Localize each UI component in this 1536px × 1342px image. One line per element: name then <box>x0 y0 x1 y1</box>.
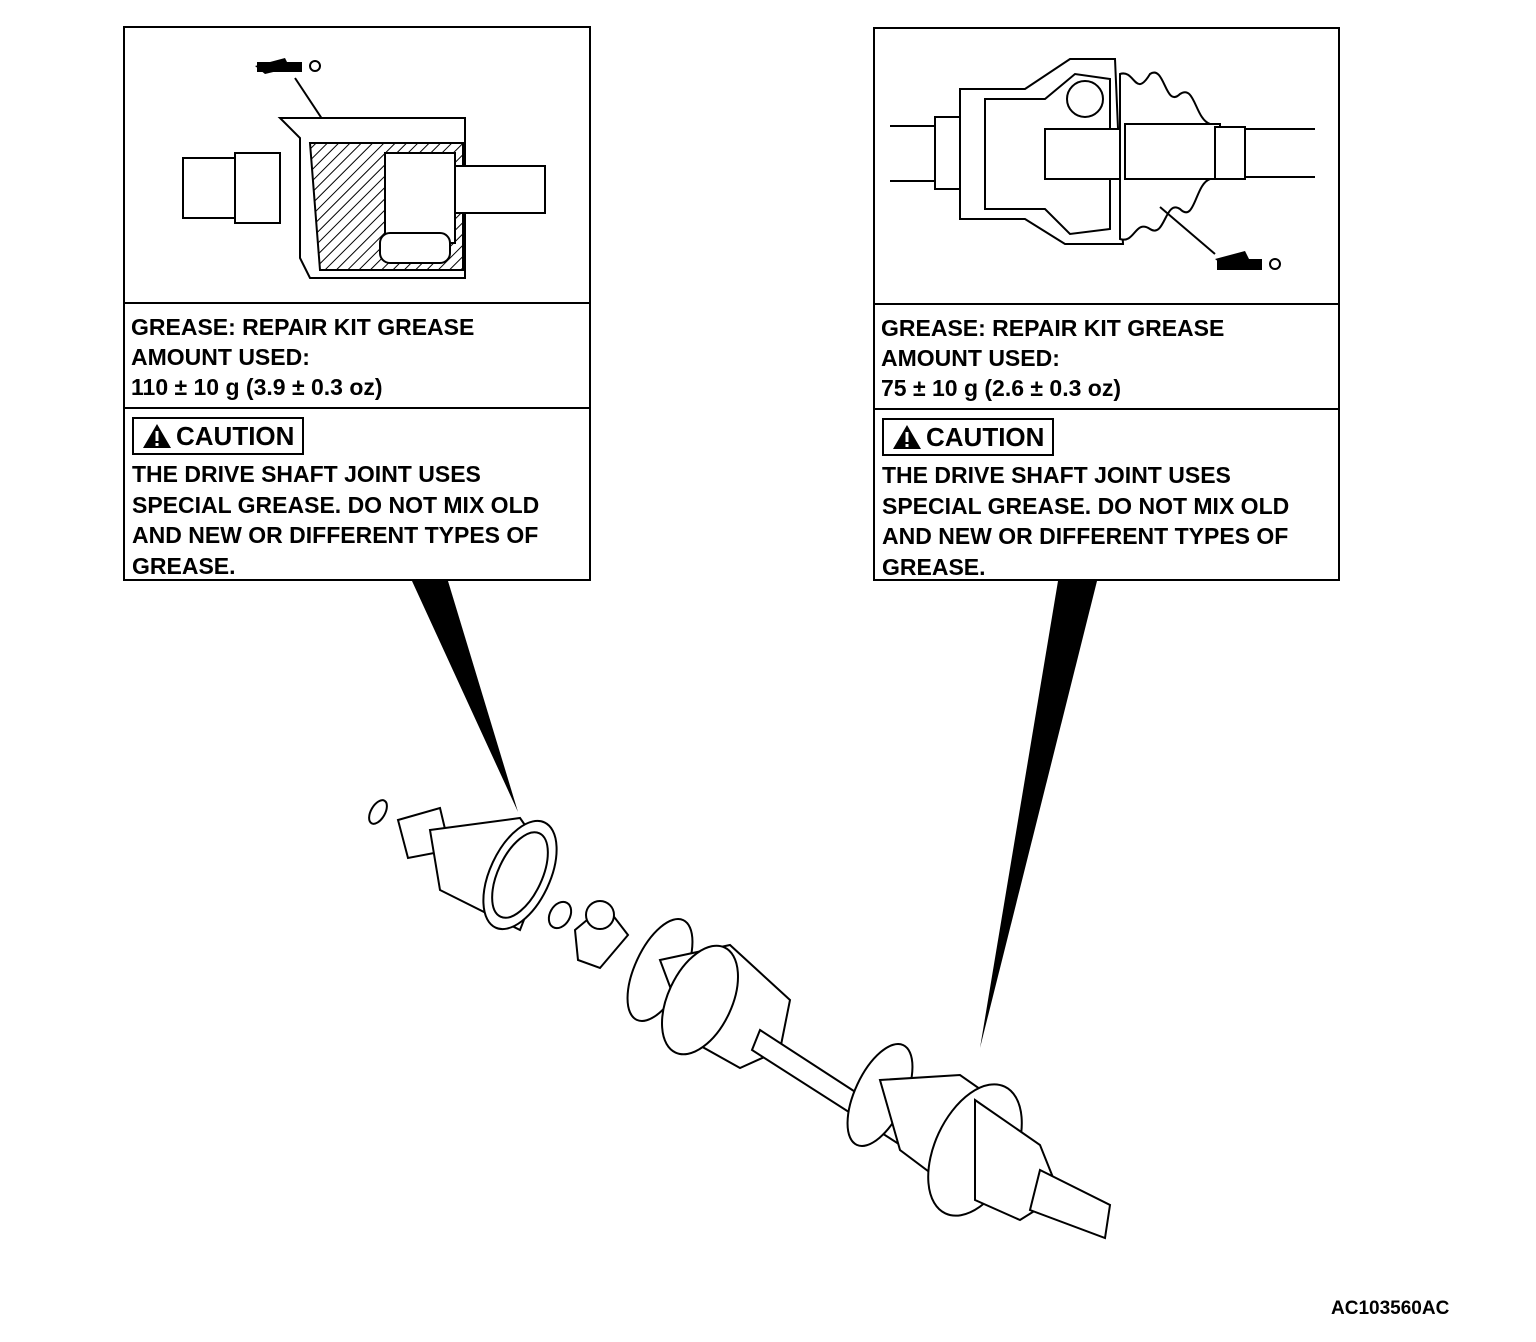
amount-value: 110 ± 10 g (3.9 ± 0.3 oz) <box>131 374 383 400</box>
caution-badge: CAUTION <box>882 418 1055 456</box>
right-callout-pointer <box>980 581 1097 1048</box>
caution-line: SPECIAL GREASE. DO NOT MIX OLD <box>132 491 540 518</box>
warning-icon <box>143 424 171 448</box>
warning-icon <box>893 425 921 449</box>
figure-code: AC103560AC <box>1331 1298 1450 1319</box>
outer-joint-illustration <box>875 29 1338 305</box>
grease-type: GREASE: REPAIR KIT GREASE <box>881 315 1225 341</box>
caution-line: THE DRIVE SHAFT JOINT USES <box>882 462 1231 488</box>
caution-line: THE DRIVE SHAFT JOINT USES <box>132 461 481 487</box>
grease-spec: GREASE: REPAIR KIT GREASE AMOUNT USED: 1… <box>125 302 589 409</box>
caution-line: GREASE. <box>132 552 236 579</box>
amount-label: AMOUNT USED: <box>881 345 1060 371</box>
outer-joint-grease-panel: GREASE: REPAIR KIT GREASE AMOUNT USED: 7… <box>873 27 1340 581</box>
grease-spec: GREASE: REPAIR KIT GREASE AMOUNT USED: 7… <box>875 303 1338 410</box>
caution-section: CAUTION THE DRIVE SHAFT JOINT USES SPECI… <box>875 410 1338 580</box>
caution-line: GREASE. <box>882 553 986 580</box>
grease-type: GREASE: REPAIR KIT GREASE <box>131 314 475 340</box>
caution-line: SPECIAL GREASE. DO NOT MIX OLD <box>882 492 1290 519</box>
caution-line: AND NEW OR DIFFERENT TYPES OF <box>882 523 1289 549</box>
grease-gun-icon <box>255 58 321 74</box>
amount-value: 75 ± 10 g (2.6 ± 0.3 oz) <box>881 375 1122 401</box>
amount-label: AMOUNT USED: <box>131 344 310 370</box>
left-callout-pointer <box>412 581 518 812</box>
inner-joint-illustration <box>125 28 589 304</box>
caution-line: AND NEW OR DIFFERENT TYPES OF <box>132 522 539 548</box>
caution-label: CAUTION <box>176 420 295 451</box>
outer-joint-cutaway <box>890 58 1315 270</box>
caution-label: CAUTION <box>926 421 1045 452</box>
inner-joint-grease-panel: GREASE: REPAIR KIT GREASE AMOUNT USED: 1… <box>123 26 591 581</box>
caution-badge: CAUTION <box>132 417 305 455</box>
caution-section: CAUTION THE DRIVE SHAFT JOINT USES SPECI… <box>125 409 589 579</box>
grease-gun-icon <box>1215 251 1281 270</box>
inner-joint-cutaway <box>182 58 546 279</box>
